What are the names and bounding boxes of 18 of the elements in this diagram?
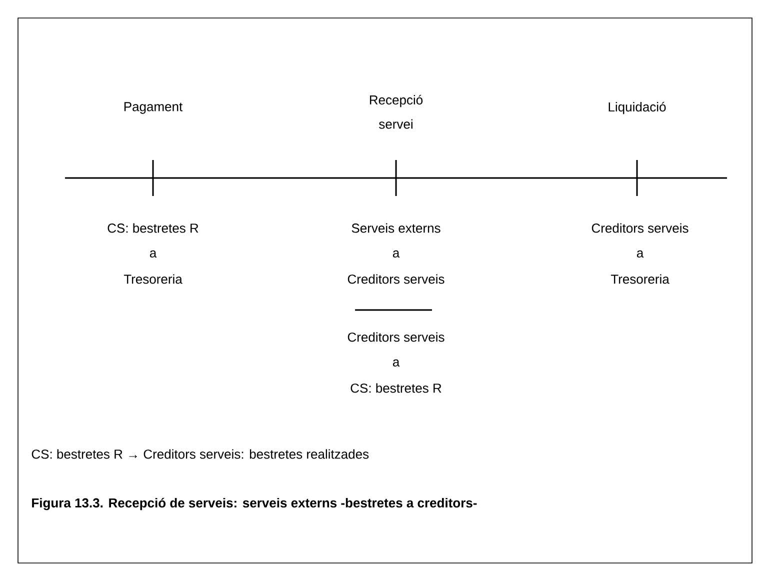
phase-label: Liquidació (608, 102, 666, 114)
account-entry: Serveis externs (352, 223, 440, 233)
account-entry: Tresoreria (610, 274, 670, 284)
account-entry: Creditors serveis (592, 223, 688, 233)
account-entry: a (636, 250, 644, 258)
account-entry: Tresoreria (124, 274, 182, 284)
account-entry: Creditors serveis (348, 332, 444, 342)
account-entry: CS: bestretes R (108, 223, 198, 233)
account-entry: CS: bestretes R (350, 383, 442, 393)
account-entry: a (392, 250, 400, 258)
account-entry: a (150, 250, 157, 258)
account-entry: Creditors serveis (348, 274, 444, 284)
phase-label: Pagament (124, 102, 183, 114)
account-entry: a (392, 359, 400, 367)
phase-label: Recepció (370, 94, 423, 108)
phase-label: servei (379, 119, 412, 129)
figure-caption: Figura 13.3. Recepció de serveis: serveis externs -bestretes a creditors- (32, 498, 477, 510)
note-text: CS: bestretes R → Creditors serveis: bestretes realitzades (32, 449, 369, 459)
